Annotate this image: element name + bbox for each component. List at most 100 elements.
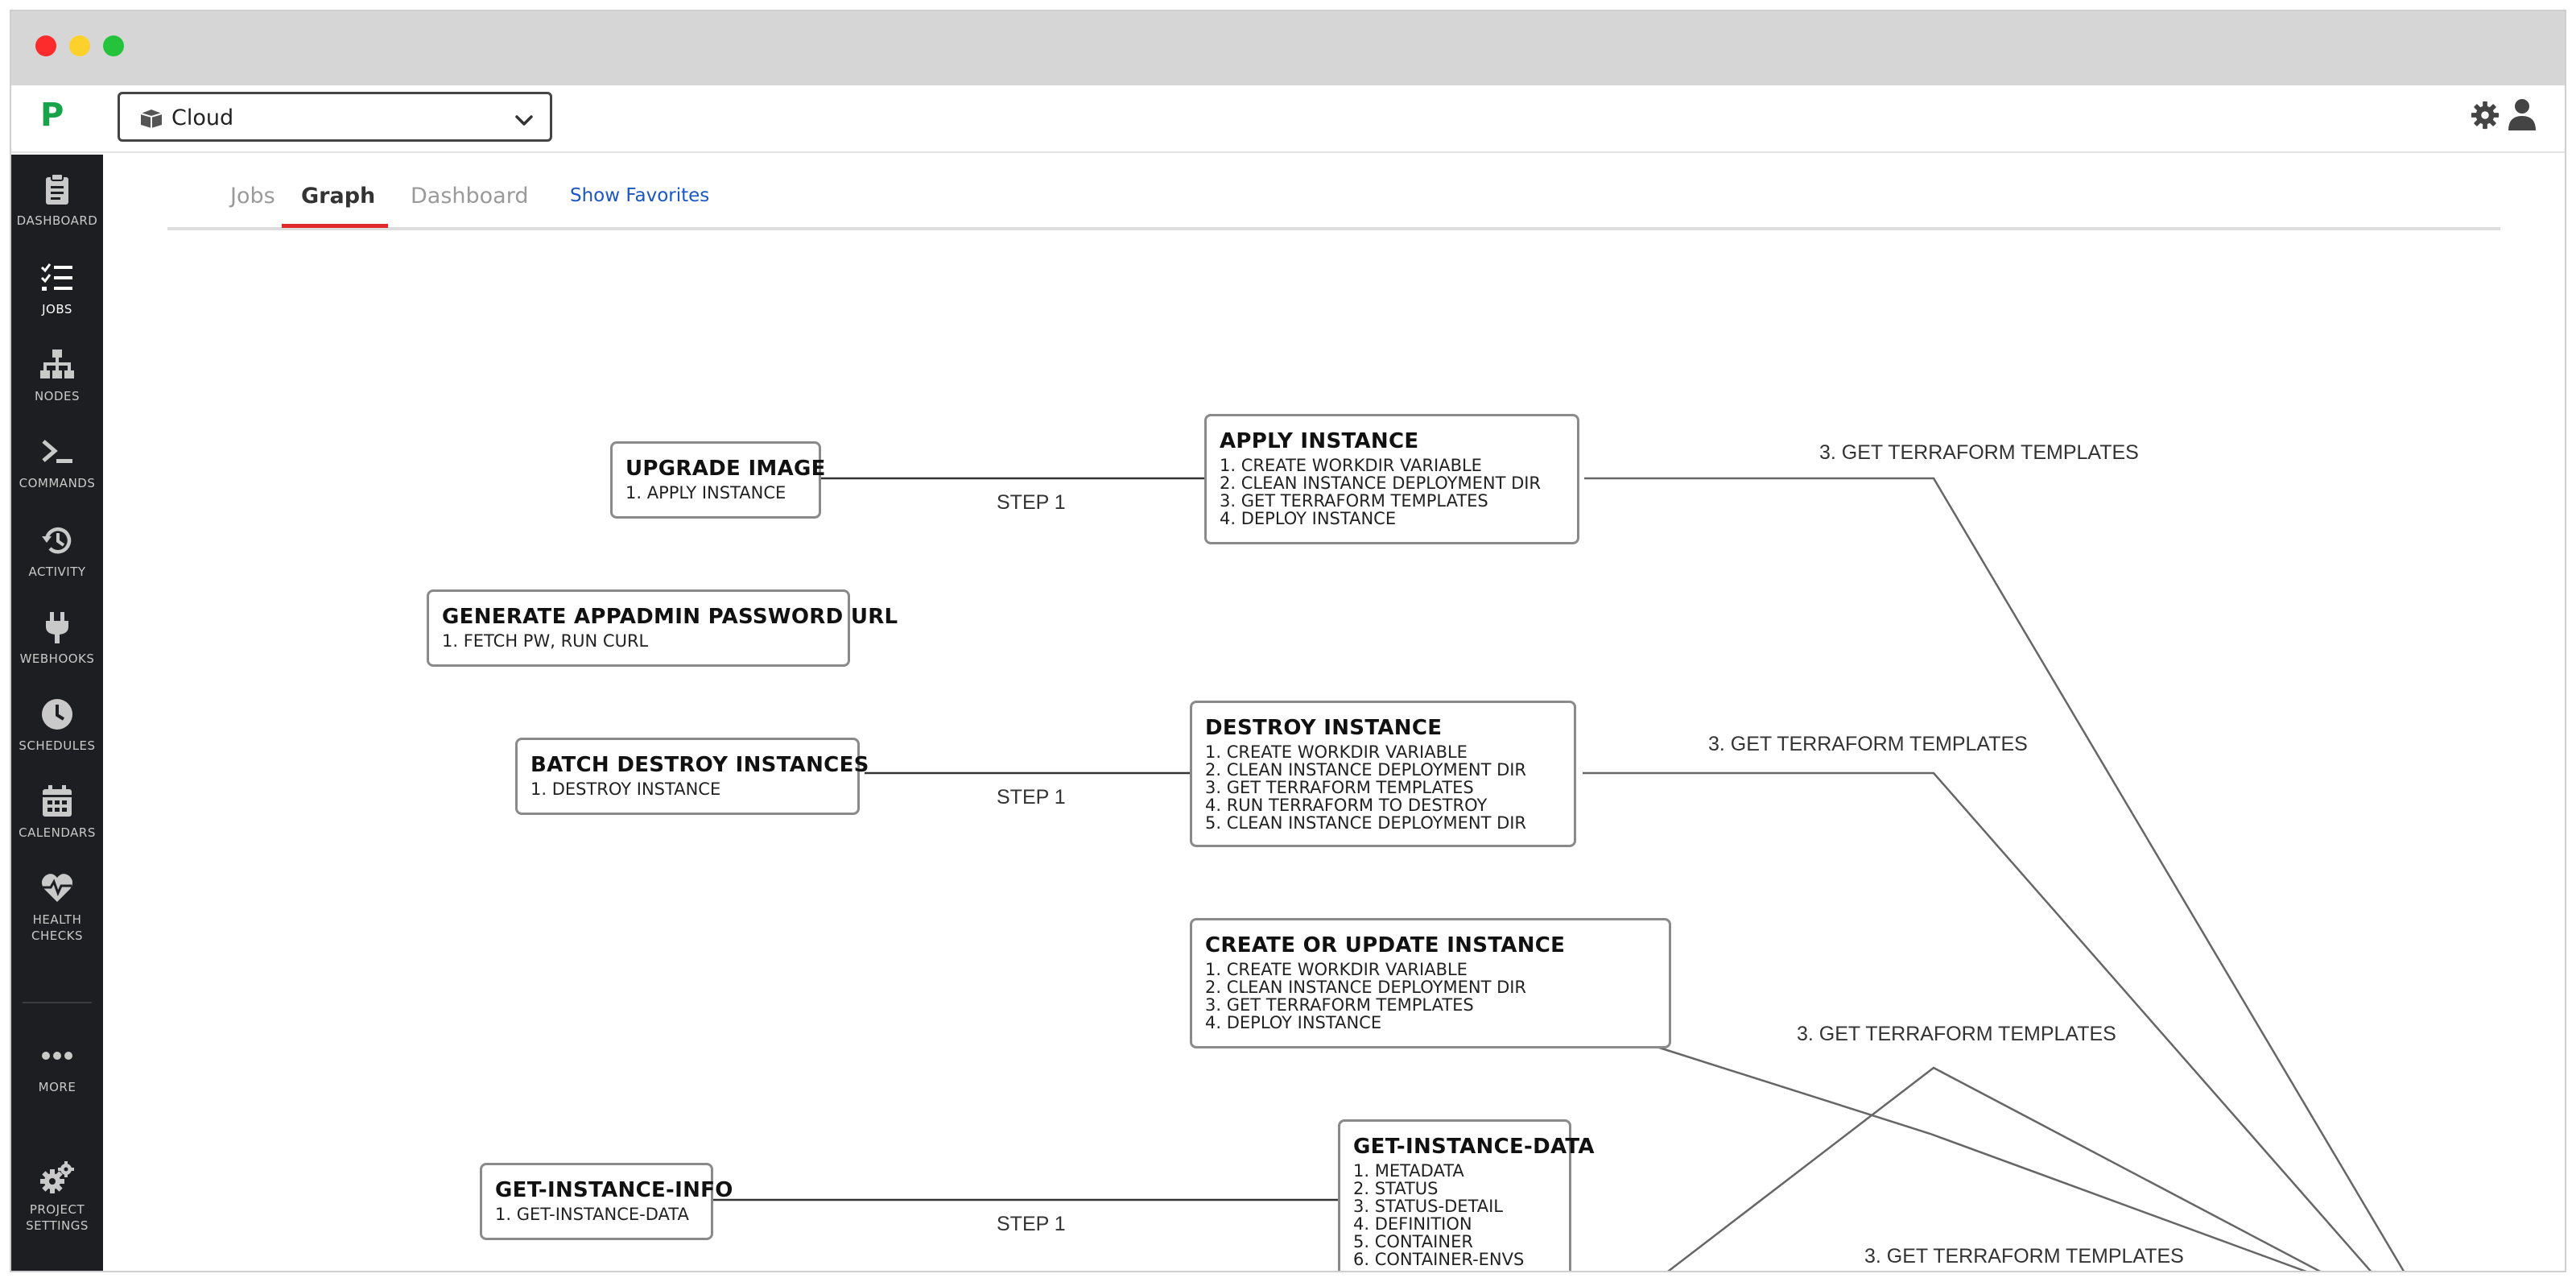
sidebar-item-label: MORE	[38, 1080, 76, 1094]
edge-apply-terraform	[1584, 477, 2405, 1271]
window-titlebar	[11, 11, 2565, 85]
job-tabs: Jobs Graph Dashboard Show Favorites	[167, 161, 2500, 230]
checklist-icon	[40, 263, 72, 291]
box-icon	[140, 110, 163, 128]
minimize-window-button[interactable]	[69, 35, 90, 56]
edge-label-step: STEP 1	[997, 1213, 1066, 1235]
sidebar-item-jobs[interactable]: JOBS	[11, 250, 103, 330]
job-node-batch-destroy-instances[interactable]: BATCH DESTROY INSTANCES 1. DESTROY INSTA…	[515, 738, 869, 815]
top-navbar: P Cloud	[11, 85, 2565, 153]
job-node-title: BATCH DESTROY INSTANCES	[530, 753, 869, 777]
sidebar-item-calendars[interactable]: CALENDARS	[11, 773, 103, 854]
edge-label-terraform: 3. GET TERRAFORM TEMPLATES	[1797, 1023, 2116, 1045]
job-node-get-instance-data[interactable]: GET-INSTANCE-DATA 1. METADATA 2. STATUS …	[1338, 1119, 1595, 1271]
job-node-destroy-instance[interactable]: DESTROY INSTANCE 1. CREATE WORKDIR VARIA…	[1190, 701, 1576, 847]
project-selector[interactable]: Cloud	[118, 92, 552, 142]
job-step: 1. CREATE WORKDIR VARIABLE	[1205, 742, 1468, 762]
job-graph: STEP 1 STEP 1 STEP 1 3. GET TERRAFORM TE…	[103, 234, 2565, 1271]
sidebar-item-label: SCHEDULES	[19, 738, 96, 753]
sidebar-item-label: DASHBOARD	[16, 213, 98, 228]
sitemap-icon	[40, 349, 74, 378]
sidebar-item-dashboard[interactable]: DASHBOARD	[11, 161, 103, 242]
job-step: 1. APPLY INSTANCE	[625, 483, 786, 502]
sidebar-item-label: JOBS	[42, 302, 72, 316]
job-node-steps: 1. CREATE WORKDIR VARIABLE 2. CLEAN INST…	[1220, 457, 1564, 527]
project-selector-value: Cloud	[171, 105, 234, 130]
sidebar-item-nodes[interactable]: NODES	[11, 337, 103, 417]
job-step: 1. FETCH PW, RUN CURL	[442, 631, 649, 651]
sidebar-divider	[23, 1002, 92, 1003]
job-step: 1. CREATE WORKDIR VARIABLE	[1220, 456, 1482, 475]
job-step: 1. GET-INSTANCE-DATA	[495, 1205, 689, 1224]
job-node-steps: 1. FETCH PW, RUN CURL	[442, 632, 835, 650]
sidebar-item-commands[interactable]: COMMANDS	[11, 424, 103, 504]
job-node-steps: 1. CREATE WORKDIR VARIABLE 2. CLEAN INST…	[1205, 961, 1656, 1032]
job-step: 2. CLEAN INSTANCE DEPLOYMENT DIR	[1220, 474, 1542, 493]
job-step: 1. DESTROY INSTANCE	[530, 780, 721, 799]
chevron-down-icon	[515, 115, 533, 126]
edge-label-terraform: 3. GET TERRAFORM TEMPLATES	[1708, 733, 2028, 755]
graph-edges	[708, 474, 2405, 1271]
maximize-window-button[interactable]	[103, 35, 124, 56]
app-logo[interactable]: P	[40, 97, 64, 134]
tab-graph[interactable]: Graph	[301, 184, 376, 209]
tab-jobs[interactable]: Jobs	[230, 184, 275, 209]
clock-icon	[42, 699, 72, 730]
sidebar: DASHBOARD JOBS	[11, 155, 103, 1271]
edge-destroy-terraform	[1583, 771, 2372, 1271]
edge-label-step: STEP 1	[997, 786, 1066, 808]
tab-dashboard[interactable]: Dashboard	[411, 184, 529, 209]
job-node-generate-appadmin-password-url[interactable]: GENERATE APPADMIN PASSWORD URL 1. FETCH …	[427, 589, 898, 667]
show-favorites-link[interactable]: Show Favorites	[570, 185, 710, 206]
job-step: 1. CREATE WORKDIR VARIABLE	[1205, 960, 1468, 979]
job-step: 4. DEPLOY INSTANCE	[1205, 1013, 1382, 1032]
job-step: 5. CLEAN INSTANCE DEPLOYMENT DIR	[1205, 813, 1527, 833]
plug-icon	[46, 612, 68, 643]
clipboard-icon	[46, 173, 68, 205]
job-node-title: UPGRADE IMAGE	[625, 457, 826, 481]
job-node-steps: 1. GET-INSTANCE-DATA	[495, 1205, 698, 1223]
sidebar-item-schedules[interactable]: SCHEDULES	[11, 686, 103, 767]
job-node-upgrade-image[interactable]: UPGRADE IMAGE 1. APPLY INSTANCE	[610, 441, 826, 519]
gears-icon	[40, 1161, 74, 1193]
job-node-steps: 1. CREATE WORKDIR VARIABLE 2. CLEAN INST…	[1205, 743, 1561, 832]
sidebar-item-label: NODES	[34, 389, 80, 403]
job-step: 3. GET TERRAFORM TEMPLATES	[1220, 491, 1488, 511]
job-step: 2. CLEAN INSTANCE DEPLOYMENT DIR	[1205, 760, 1527, 780]
job-step: 3. GET TERRAFORM TEMPLATES	[1205, 778, 1474, 797]
job-step: 2. STATUS	[1353, 1179, 1439, 1198]
job-node-title: GET-INSTANCE-DATA	[1353, 1135, 1595, 1159]
sidebar-item-label: CALENDARS	[19, 825, 96, 840]
terminal-icon	[42, 440, 72, 463]
sidebar-item-activity[interactable]: ACTIVITY	[11, 512, 103, 593]
gear-icon[interactable]	[2470, 100, 2500, 130]
job-step: 4. RUN TERRAFORM TO DESTROY	[1205, 796, 1488, 815]
job-step: 3. STATUS-DETAIL	[1353, 1197, 1503, 1216]
edge-label-terraform: 3. GET TERRAFORM TEMPLATES	[1819, 441, 2139, 464]
job-node-apply-instance[interactable]: APPLY INSTANCE 1. CREATE WORKDIR VARIABL…	[1204, 414, 1579, 544]
close-window-button[interactable]	[35, 35, 56, 56]
job-node-title: DESTROY INSTANCE	[1205, 716, 1443, 740]
user-icon[interactable]	[2508, 98, 2536, 130]
job-step: 3. GET TERRAFORM TEMPLATES	[1205, 995, 1474, 1015]
sidebar-item-webhooks[interactable]: WEBHOOKS	[11, 599, 103, 680]
job-node-create-or-update-instance[interactable]: CREATE OR UPDATE INSTANCE 1. CREATE WORK…	[1190, 918, 1671, 1048]
job-step: 4. DEFINITION	[1353, 1214, 1472, 1234]
edge-label-step: STEP 1	[997, 491, 1066, 514]
history-icon	[42, 527, 72, 554]
heartbeat-icon	[41, 874, 73, 902]
job-node-title: GET-INSTANCE-INFO	[495, 1178, 733, 1202]
sidebar-item-label: COMMANDS	[19, 476, 96, 490]
app-window: P Cloud	[10, 10, 2566, 1272]
job-step: 1. METADATA	[1353, 1161, 1464, 1181]
job-node-title: APPLY INSTANCE	[1220, 429, 1419, 453]
sidebar-item-more[interactable]: MORE	[11, 1028, 103, 1108]
active-tab-indicator	[282, 224, 388, 228]
job-node-get-instance-info[interactable]: GET-INSTANCE-INFO 1. GET-INSTANCE-DATA	[480, 1163, 733, 1240]
edge-bottom-terraform	[1667, 1066, 2322, 1271]
job-node-steps: 1. APPLY INSTANCE	[625, 484, 806, 502]
